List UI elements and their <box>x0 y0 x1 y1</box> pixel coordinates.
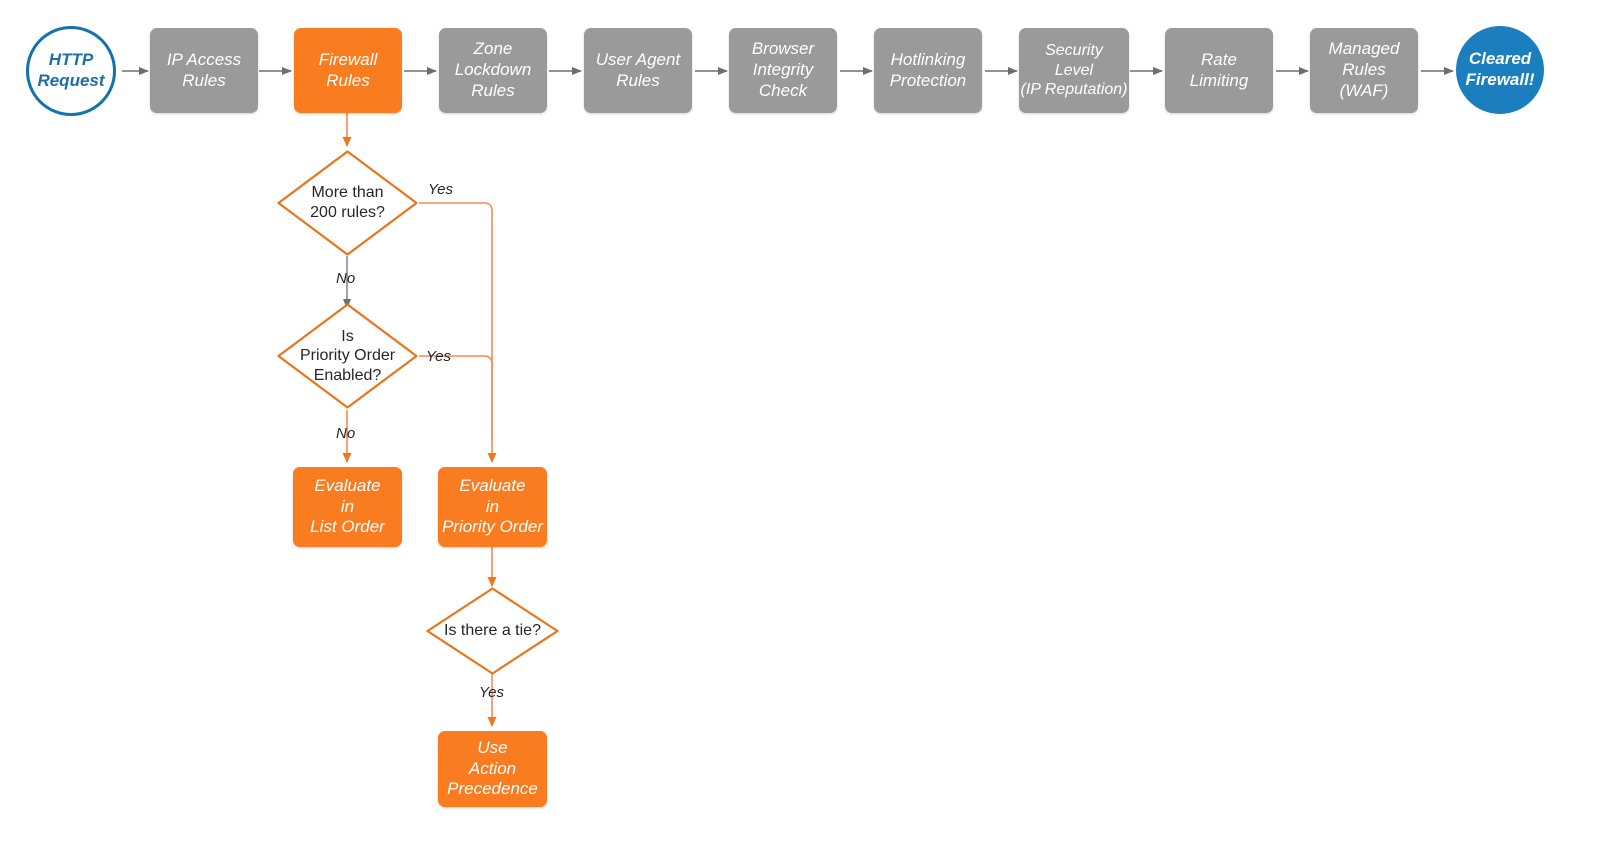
node-security-level[interactable]: Security Level (IP Reputation) <box>1019 28 1129 113</box>
node-evaluate-in-list-order[interactable]: Evaluate in List Order <box>293 467 402 547</box>
diamond-outline-icon <box>426 587 559 675</box>
node-user-agent-rules-label: User Agent Rules <box>595 49 681 90</box>
node-cleared-firewall-label: Cleared Firewall! <box>1465 49 1535 89</box>
node-rate-limiting[interactable]: Rate Limiting <box>1165 28 1273 113</box>
decision-more-than-200-rules-label: More than 200 rules? <box>310 184 385 221</box>
node-evaluate-in-list-order-label: Evaluate in List Order <box>310 475 385 537</box>
edge-label-priority-yes: Yes <box>426 348 452 365</box>
node-use-action-precedence[interactable]: Use Action Precedence <box>438 731 547 807</box>
node-http-request-label: HTTP Request <box>37 50 105 90</box>
decision-more-than-200-rules[interactable]: More than 200 rules? <box>277 150 418 256</box>
node-zone-lockdown-rules-label: Zone Lockdown Rules <box>454 39 532 100</box>
edge-decision2-yes <box>419 355 493 440</box>
node-firewall-rules-label: Firewall Rules <box>318 49 378 90</box>
edge-decision1-yes <box>419 202 497 463</box>
node-managed-rules-waf[interactable]: Managed Rules (WAF) <box>1310 28 1418 113</box>
edge-label-rules-no: No <box>336 270 356 287</box>
node-hotlinking-protection[interactable]: Hotlinking Protection <box>874 28 982 113</box>
node-use-action-precedence-label: Use Action Precedence <box>447 737 538 799</box>
node-zone-lockdown-rules[interactable]: Zone Lockdown Rules <box>439 28 547 113</box>
node-evaluate-in-priority-order-label: Evaluate in Priority Order <box>441 475 544 537</box>
node-cleared-firewall[interactable]: Cleared Firewall! <box>1456 26 1544 114</box>
node-rate-limiting-label: Rate Limiting <box>1189 49 1249 90</box>
decision-is-priority-order-enabled[interactable]: Is Priority Order Enabled? <box>277 303 418 409</box>
node-user-agent-rules[interactable]: User Agent Rules <box>584 28 692 113</box>
decision-is-there-a-tie[interactable]: Is there a tie? <box>426 587 559 675</box>
edge-label-priority-no: No <box>336 425 356 442</box>
node-security-level-label: Security Level (IP Reputation) <box>1020 42 1128 99</box>
diamond-outline-icon <box>277 150 418 256</box>
node-browser-integrity-check[interactable]: Browser Integrity Check <box>729 28 837 113</box>
diamond-outline-icon <box>277 303 418 409</box>
decision-is-priority-order-enabled-label: Is Priority Order Enabled? <box>299 327 396 384</box>
node-managed-rules-waf-label: Managed Rules (WAF) <box>1328 39 1400 100</box>
edge-label-tie-yes: Yes <box>479 684 505 701</box>
node-ip-access-rules-label: IP Access Rules <box>166 49 242 90</box>
edge-label-rules-yes: Yes <box>428 181 454 198</box>
node-evaluate-in-priority-order[interactable]: Evaluate in Priority Order <box>438 467 547 547</box>
node-firewall-rules[interactable]: Firewall Rules <box>294 28 402 113</box>
node-ip-access-rules[interactable]: IP Access Rules <box>150 28 258 113</box>
node-http-request[interactable]: HTTP Request <box>26 26 116 116</box>
decision-is-there-a-tie-label: Is there a tie? <box>444 622 541 640</box>
node-browser-integrity-check-label: Browser Integrity Check <box>751 39 815 100</box>
node-hotlinking-protection-label: Hotlinking Protection <box>889 49 967 90</box>
